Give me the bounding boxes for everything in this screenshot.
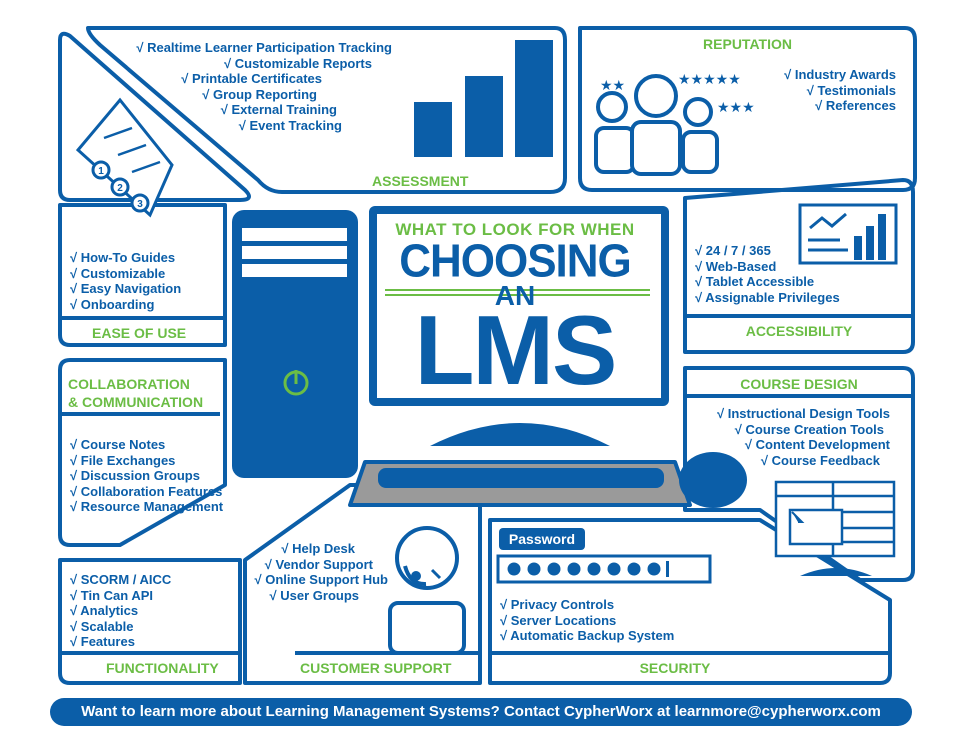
reputation-list: √ Industry Awards √ Testimonials √ Refer… — [784, 67, 896, 113]
svg-text:★★: ★★ — [600, 78, 625, 94]
functionality-list: √ SCORM / AICC √ Tin Can API √ Analytics… — [70, 572, 172, 649]
mouse-icon — [679, 452, 747, 508]
course-design-list: √ Instructional Design Tools √ Course Cr… — [716, 406, 890, 468]
svg-text:★★★★★: ★★★★★ — [678, 72, 741, 88]
footer-text: Want to learn more about Learning Manage… — [81, 703, 881, 720]
certificate-icon — [75, 97, 174, 218]
reputation-label: REPUTATION — [703, 36, 792, 52]
password-label: Password — [499, 528, 585, 550]
title-line-2: CHOOSING — [399, 235, 632, 288]
accessibility-list: √ 24 / 7 / 365 √ Web-Based √ Tablet Acce… — [695, 243, 840, 305]
security-label: SECURITY — [639, 660, 711, 676]
keyboard-icon — [348, 460, 692, 507]
functionality-label: FUNCTIONALITY — [106, 660, 219, 676]
course-design-label: COURSE DESIGN — [740, 376, 858, 392]
assessment-label: ASSESSMENT — [372, 173, 469, 189]
title-line-4: LMS — [414, 295, 618, 405]
people-icon — [594, 74, 719, 176]
ease-of-use-list: √ How-To Guides √ Customizable √ Easy Na… — [70, 250, 182, 312]
collaboration-list: √ Course Notes √ File Exchanges √ Discus… — [70, 437, 224, 514]
course-design-panel — [683, 366, 915, 582]
bar-chart-icon — [414, 40, 553, 157]
certificate-panel — [58, 31, 251, 202]
customer-support-panel — [243, 483, 482, 685]
svg-text:3: 3 — [137, 199, 143, 210]
assessment-list: √ Realtime Learner Participation Trackin… — [136, 40, 392, 133]
assessment-panel — [86, 26, 567, 194]
power-icon — [283, 370, 309, 396]
customer-support-list: √ Help Desk √ Vendor Support √ Online Su… — [254, 541, 388, 603]
layout-icon — [774, 480, 896, 558]
customer-support-label: CUSTOMER SUPPORT — [300, 660, 452, 676]
monitor-icon — [369, 206, 669, 446]
accessibility-label: ACCESSIBILITY — [745, 323, 853, 339]
security-panel — [488, 518, 892, 685]
svg-text:1: 1 — [98, 166, 104, 177]
computer-tower-icon — [232, 210, 358, 478]
functionality-panel — [58, 558, 242, 685]
svg-text:2: 2 — [117, 183, 123, 194]
title-line-3: AN — [494, 280, 536, 311]
title-line-1: WHAT TO LOOK FOR WHEN — [395, 220, 635, 239]
collaboration-panel — [58, 358, 227, 547]
accessibility-panel — [683, 178, 915, 354]
ease-of-use-label: EASE OF USE — [92, 325, 187, 341]
contact-footer: Want to learn more about Learning Manage… — [50, 698, 912, 726]
security-list: √ Privacy Controls √ Server Locations √ … — [500, 597, 675, 643]
password-field — [496, 554, 712, 584]
headset-icon — [388, 526, 466, 655]
ease-of-use-panel — [58, 203, 227, 347]
collaboration-label: COLLABORATION & COMMUNICATION — [68, 376, 204, 410]
svg-text:★★★: ★★★ — [717, 100, 755, 116]
star-icon: ★★ ★★★★★ ★★★ — [600, 72, 755, 116]
